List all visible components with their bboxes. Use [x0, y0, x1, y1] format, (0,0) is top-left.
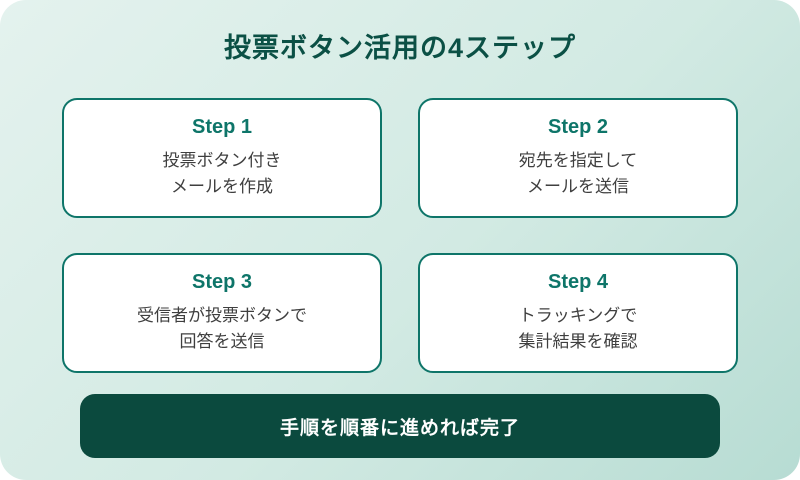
step-1-text-line-1: 投票ボタン付き	[162, 151, 282, 170]
steps-grid: Step 1 投票ボタン付き メールを作成 Step 2 宛先を指定して メール…	[62, 98, 738, 373]
step-4-text-line-2: 集計結果を確認	[518, 332, 638, 351]
step-4-label: Step 4	[547, 271, 609, 293]
step-4-text-line-1: トラッキングで	[518, 306, 638, 325]
step-card-3: Step 3 受信者が投票ボタンで 回答を送信	[62, 253, 382, 373]
step-card-1: Step 1 投票ボタン付き メールを作成	[62, 98, 382, 218]
step-2-text-line-2: メールを送信	[527, 177, 629, 196]
step-card-4: Step 4 トラッキングで 集計結果を確認	[418, 253, 738, 373]
step-3-text-line-2: 回答を送信	[179, 332, 265, 351]
step-card-2: Step 2 宛先を指定して メールを送信	[418, 98, 738, 218]
completion-banner: 手順を順番に進めれば完了	[80, 394, 720, 458]
completion-banner-label: 手順を順番に進めれば完了	[279, 417, 520, 439]
step-1-label: Step 1	[191, 116, 253, 138]
step-1-text-line-2: メールを作成	[171, 177, 273, 196]
step-3-text-line-1: 受信者が投票ボタンで	[137, 306, 307, 325]
page-title: 投票ボタン活用の4ステップ	[223, 33, 576, 63]
step-2-text-line-1: 宛先を指定して	[518, 151, 638, 170]
step-2-label: Step 2	[547, 116, 609, 138]
step-3-label: Step 3	[191, 271, 253, 293]
